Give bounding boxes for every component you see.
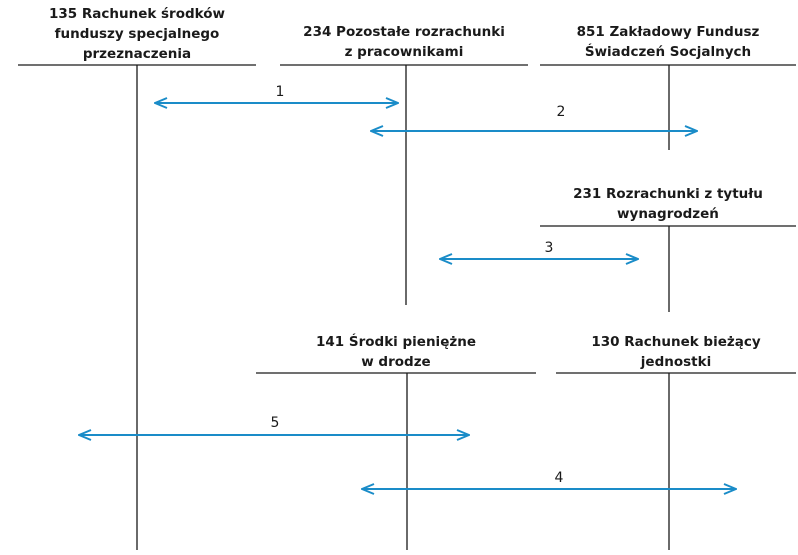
account-141-title: 141 Środki pieniężne w drodze [256, 332, 536, 372]
flow-label-2: 2 [556, 104, 566, 120]
account-234-title-line-1: 234 Pozostałe rozrachunki [303, 24, 505, 40]
account-135-title: 135 Rachunek środków funduszy specjalneg… [18, 4, 256, 64]
account-231-title: 231 Rozrachunki z tytułu wynagrodzeń [540, 184, 796, 224]
account-130-title-line-2: jednostki [640, 354, 712, 370]
account-141-title-line-2: w drodze [361, 354, 431, 370]
account-135-title-line-3: przeznaczenia [82, 46, 192, 62]
flow-label-5: 5 [270, 415, 280, 431]
account-231-title-line-2: wynagrodzeń [617, 206, 719, 222]
account-130-title-line-1: 130 Rachunek bieżący [591, 334, 761, 350]
account-851-title: 851 Zakładowy Fundusz Świadczeń Socjalny… [540, 22, 796, 62]
account-851-title-line-1: 851 Zakładowy Fundusz [576, 24, 760, 40]
account-231-title-line-1: 231 Rozrachunki z tytułu [573, 186, 763, 202]
flow-label-3: 3 [544, 240, 554, 256]
account-135-title-line-2: funduszy specjalnego [54, 26, 220, 42]
flow-label-4: 4 [554, 470, 564, 486]
flow-label-1: 1 [275, 84, 285, 100]
account-234-title: 234 Pozostałe rozrachunki z pracownikami [280, 22, 528, 62]
account-130-title: 130 Rachunek bieżący jednostki [556, 332, 796, 372]
account-135-title-line-1: 135 Rachunek środków [48, 6, 226, 22]
account-141-title-line-1: 141 Środki pieniężne [316, 334, 476, 350]
account-851-title-line-2: Świadczeń Socjalnych [584, 44, 752, 60]
account-234-title-line-2: z pracownikami [344, 44, 464, 60]
